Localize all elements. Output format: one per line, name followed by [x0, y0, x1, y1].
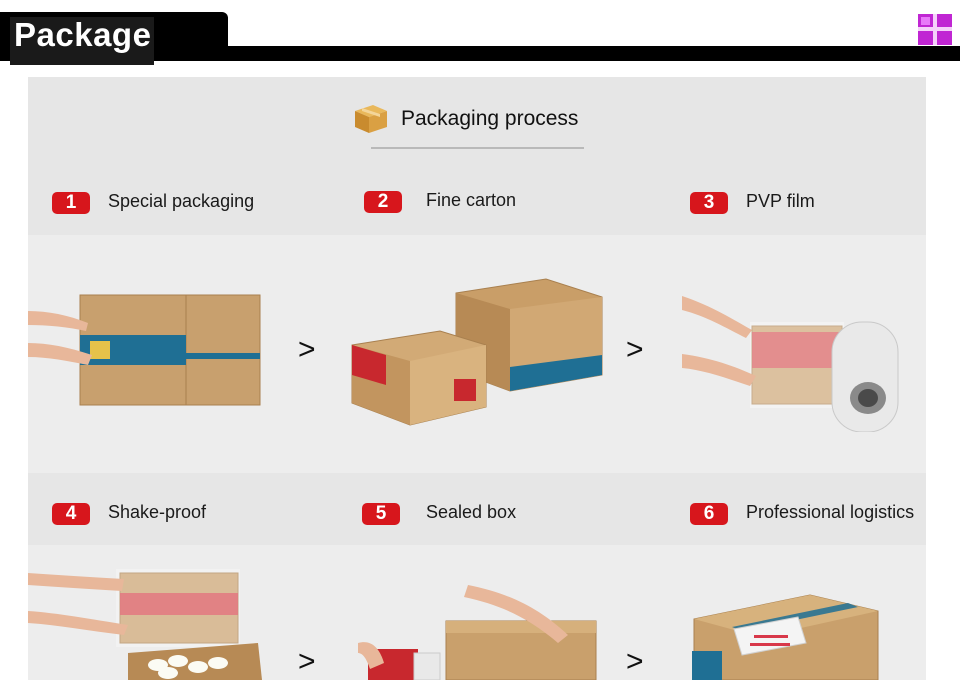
section-header: Packaging process	[28, 100, 926, 150]
pvp-film-photo	[682, 296, 899, 432]
step-5-badge: 5	[362, 503, 400, 525]
step-6-badge: 6	[690, 503, 728, 525]
step-1-label: Special packaging	[108, 191, 255, 211]
arrow-1-2: >	[298, 333, 316, 366]
step-4-badge: 4	[52, 503, 90, 525]
arrow-5-6: >	[626, 645, 644, 678]
step-1-badge: 1	[52, 192, 90, 214]
header-bar	[0, 46, 960, 61]
professional-logistics-photo	[692, 594, 879, 680]
fine-carton-photo	[351, 278, 603, 426]
section-title: Packaging process	[401, 107, 579, 130]
step-2-label: Fine carton	[426, 190, 517, 210]
sealed-box-photo	[358, 585, 597, 680]
page-title: Package	[14, 16, 152, 53]
step-3-label: PVP film	[746, 191, 815, 211]
step-5-label: Sealed box	[426, 502, 517, 522]
header-tab-inner	[10, 17, 154, 65]
step-3-badge: 3	[690, 192, 728, 214]
brand-logo-icon	[918, 14, 952, 45]
cardboard-box-icon	[355, 105, 387, 133]
arrow-2-3: >	[626, 333, 644, 366]
step-4-label: Shake-proof	[108, 502, 207, 522]
header-tab	[0, 12, 228, 65]
step-6-label: Professional logistics	[746, 502, 915, 522]
step-2-badge: 2	[364, 191, 402, 213]
arrow-4-5: >	[298, 645, 316, 678]
special-packaging-photo	[28, 294, 261, 406]
packaging-panel: Packaging process 1 Special packaging 2 …	[28, 77, 926, 680]
shake-proof-photo	[28, 569, 262, 680]
section-divider	[371, 147, 584, 149]
